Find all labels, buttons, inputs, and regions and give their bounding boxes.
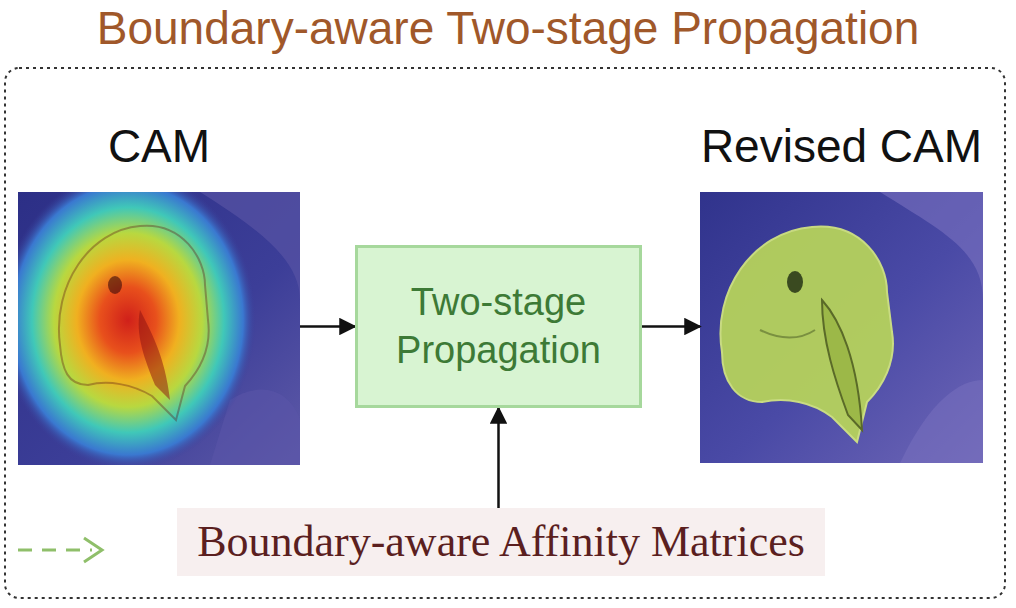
- panel-heading: Revised CAM: [701, 121, 982, 172]
- flow-arrow: [300, 325, 355, 328]
- input-box: Boundary-aware Affinity Matrices: [177, 508, 825, 576]
- cam-image: [18, 192, 300, 465]
- panel-heading: CAM: [108, 121, 210, 172]
- process-box: Two-stage Propagation: [355, 245, 642, 408]
- box-label: Boundary-aware Affinity Matrices: [197, 517, 805, 568]
- image-panel: Revised CAM: [700, 192, 983, 463]
- diagram-title: Boundary-aware Two-stage Propagation: [0, 2, 1016, 54]
- image-panel: CAM: [18, 192, 300, 465]
- dashed-arrow: [18, 538, 102, 562]
- revised-cam-image: [700, 192, 983, 463]
- dotted-frame: [5, 68, 1005, 598]
- flow-arrow: [497, 408, 500, 508]
- flow-arrow: [642, 325, 700, 328]
- box-label: Two-stage Propagation: [358, 271, 639, 382]
